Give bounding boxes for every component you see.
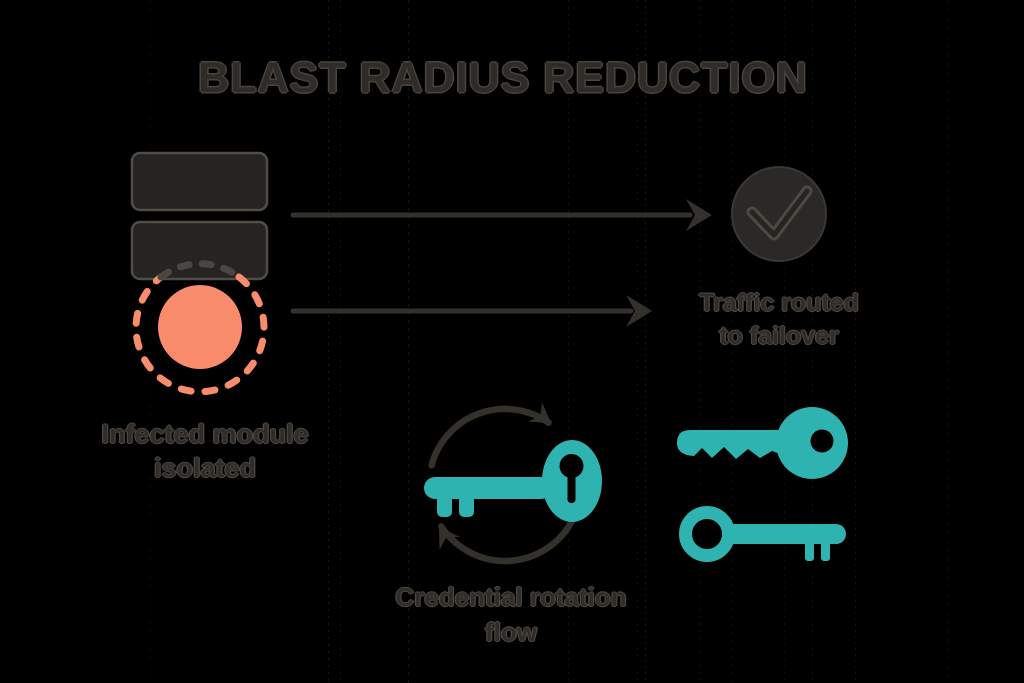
caption-traffic-routed: Traffic routed to failover — [629, 287, 929, 353]
page-title: BLAST RADIUS REDUCTION — [198, 54, 808, 102]
caption-infected-module: Infected module isolated — [55, 417, 355, 485]
infected-node-icon — [132, 260, 268, 396]
key-top-right-icon — [677, 407, 848, 479]
caption-traffic-line2: to failover — [719, 322, 839, 350]
rotation-arc-bottom — [438, 510, 579, 565]
caption-credential-line1: Credential rotation — [395, 582, 627, 612]
caption-infected-line1: Infected module — [101, 419, 309, 449]
quarantine-ring-top-gray — [157, 260, 243, 281]
check-circle-icon — [731, 166, 827, 262]
caption-traffic-line1: Traffic routed — [699, 289, 859, 317]
arrow-right-bottom-icon — [290, 295, 652, 327]
key-rotation-icon — [424, 401, 602, 565]
module-box-top — [130, 151, 269, 212]
rotation-arc-top — [428, 405, 552, 469]
key-bottom-right-icon — [679, 506, 846, 562]
caption-credential-rotation: Credential rotation flow — [360, 580, 662, 650]
key-center — [424, 440, 602, 522]
quarantine-ring-dashed — [132, 273, 268, 396]
infected-node-core — [158, 285, 242, 369]
caption-credential-line2: flow — [485, 617, 537, 647]
arrow-right-top-icon — [290, 199, 712, 231]
module-box-bottom — [130, 220, 269, 281]
module-stack-icon — [130, 151, 269, 281]
caption-infected-line2: isolated — [153, 453, 257, 483]
